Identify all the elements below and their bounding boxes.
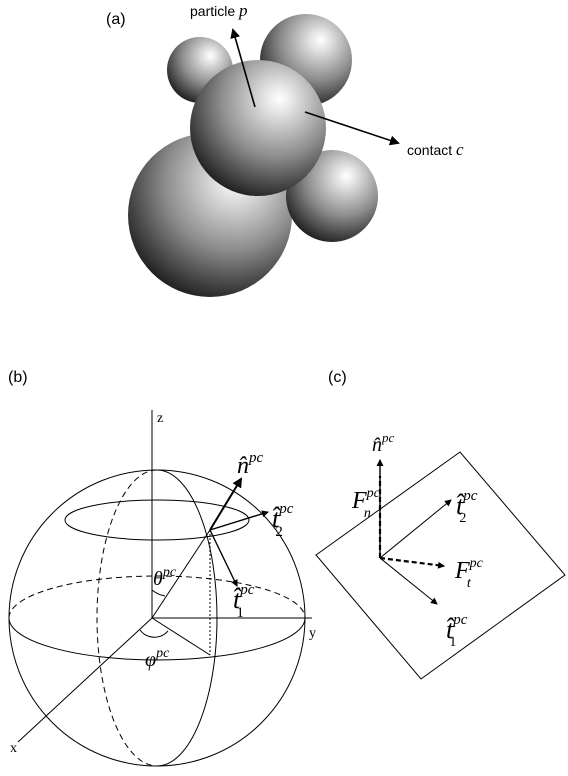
contact-arrow [304, 111, 400, 146]
tangential-force-vector [379, 556, 445, 569]
equator-back [8, 575, 306, 619]
particle-arrow [230, 28, 256, 108]
meridian-back [96, 469, 158, 767]
x-axis [17, 617, 153, 743]
panel-a: (a) particle p contact c [106, 1, 464, 297]
normal-label-b: n̂pc [237, 450, 264, 479]
tangent-plane [315, 451, 566, 680]
tangent-2-vector-c [379, 499, 452, 559]
contact-label: contact c [407, 140, 464, 159]
x-axis-label: x [10, 741, 17, 756]
radius-to-contact [151, 529, 211, 619]
equator-front [8, 617, 306, 661]
phi-arc [139, 629, 169, 638]
tangent-2-vector-b [209, 510, 269, 531]
panel-b: (b) z y x n̂pc t̂pc [8, 369, 316, 767]
tangent-1-vector-c [379, 557, 438, 605]
tangent-1-vector-b [209, 529, 238, 587]
phi-label: φpc [145, 646, 170, 671]
z-axis-label: z [157, 411, 163, 426]
particle-label: particle p [190, 1, 248, 20]
theta-label: θpc [153, 565, 177, 590]
panel-a-label: (a) [106, 11, 126, 28]
theta-arc [151, 589, 166, 597]
central-particle-sphere [190, 60, 326, 196]
normal-vector-b [209, 477, 243, 531]
panel-b-label: (b) [8, 369, 28, 386]
y-axis-label: y [309, 626, 316, 641]
panel-c-label: (c) [328, 369, 347, 386]
latitude-circle [64, 499, 250, 541]
projection-base [151, 617, 211, 656]
sphere-right [286, 150, 378, 242]
normal-label-c: n̂pc [372, 430, 395, 456]
